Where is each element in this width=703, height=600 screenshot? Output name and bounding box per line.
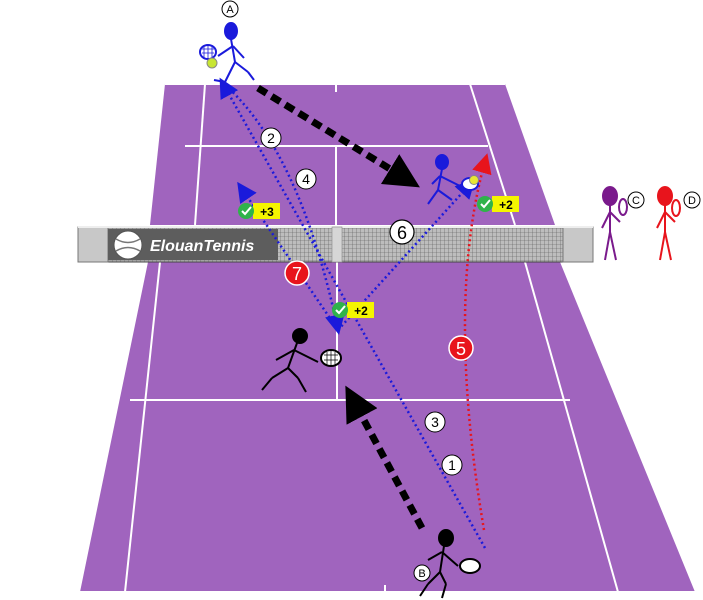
svg-text:1: 1 [448,457,456,473]
movement-arrows [256,85,426,530]
svg-text:3: 3 [431,414,439,430]
shot-1-path [219,77,487,549]
brand-logo: ElouanTennis [113,230,254,260]
racket-icon [199,44,217,60]
player-letter-c: C [627,191,645,209]
shot-4-path [337,178,476,331]
svg-text:A: A [226,4,234,16]
player-a-net[interactable] [427,154,479,205]
player-b-net[interactable] [261,328,342,393]
svg-text:+2: +2 [354,304,368,318]
racket-icon [459,558,481,574]
racket-icon [618,198,628,216]
svg-text:7: 7 [292,264,302,284]
score-badge-center: +2 [332,302,374,318]
score-badge-top-left: +3 [238,203,280,219]
step-badge-5: 5 [448,335,474,361]
step-badge-4: 4 [295,168,317,190]
near-court [80,262,695,592]
player-a-move-arrow [256,85,420,188]
step-badge-2: 2 [260,127,282,149]
check-icon [332,302,348,318]
player-letter-b: B [413,564,431,582]
score-badge-top-right: +2 [477,196,519,212]
player-c[interactable] [601,186,628,261]
brand-name: ElouanTennis [150,238,254,255]
svg-text:B: B [418,568,425,580]
step-badge-3: 3 [424,411,446,433]
svg-text:2: 2 [267,130,275,146]
svg-text:5: 5 [456,339,466,359]
svg-text:C: C [632,195,640,207]
svg-text:+3: +3 [260,205,274,219]
racket-icon [320,349,342,367]
svg-text:4: 4 [302,171,310,187]
ball-icon [469,175,479,185]
player-b-move-arrow [345,385,426,530]
ball-icon [206,57,218,69]
check-icon [238,203,254,219]
racket-icon [671,199,681,217]
svg-text:+2: +2 [499,198,513,212]
player-b[interactable] [419,529,481,599]
shot-5-path [463,153,492,531]
player-d[interactable] [656,186,681,261]
step-badge-7: 7 [284,260,310,286]
player-letter-d: D [683,191,701,209]
player-a[interactable] [199,22,255,83]
check-icon [477,196,493,212]
player-letter-a: A [221,0,239,18]
step-badge-1: 1 [441,454,463,476]
svg-text:D: D [688,195,696,207]
step-badge-6: 6 [389,219,415,245]
svg-text:6: 6 [397,223,407,243]
